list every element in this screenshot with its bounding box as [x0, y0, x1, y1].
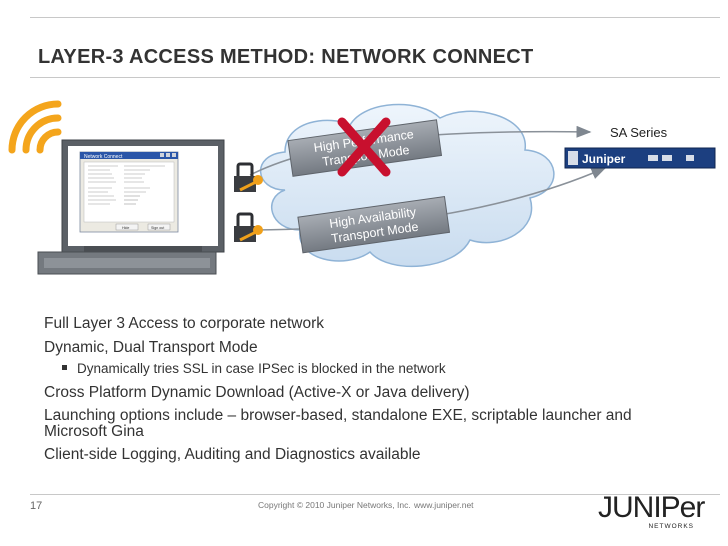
window-hide-button: Hide: [122, 226, 129, 230]
copyright-text: Copyright © 2010 Juniper Networks, Inc.: [258, 500, 411, 510]
sa-series-label: SA Series: [610, 125, 668, 140]
bullet-item: Client-side Logging, Auditing and Diagno…: [44, 446, 421, 463]
padlock-icon: [234, 212, 263, 242]
title-rule: [30, 77, 720, 78]
blocked-cross-icon: [337, 117, 391, 177]
bullet-item: Dynamic, Dual Transport Mode: [44, 339, 258, 356]
wifi-signal-icon: [8, 100, 62, 154]
sub-bullet-item: Dynamically tries SSL in case IPSec is b…: [62, 361, 694, 377]
slide-title: LAYER-3 ACCESS METHOD: NETWORK CONNECT: [38, 46, 534, 68]
sub-bullet-text: Dynamically tries SSL in case IPSec is b…: [77, 361, 446, 376]
window-title-text: Network Connect: [84, 154, 123, 160]
footer-rule: [30, 494, 720, 495]
square-bullet-icon: [62, 364, 67, 370]
bullet-item: Cross Platform Dynamic Download (Active-…: [44, 384, 470, 401]
network-connect-window: Network Connect Hide Sign out: [79, 151, 179, 233]
bullet-item: Launching options include – browser-base…: [44, 407, 632, 440]
window-signout-button: Sign out: [151, 226, 164, 230]
bullet-list: Full Layer 3 Access to corporate network…: [44, 315, 694, 470]
logo-subtitle: NETWORKS: [648, 523, 694, 530]
page-number: 17: [30, 500, 43, 512]
network-diagram: Network Connect Hide Sign out: [8, 100, 716, 275]
top-rule: [30, 17, 720, 18]
svg-text:Juniper: Juniper: [582, 152, 626, 166]
bullet-item: Full Layer 3 Access to corporate network: [44, 315, 324, 332]
juniper-logo: JUNIPer NETWORKS: [598, 491, 705, 531]
logo-wordmark: JUNIPer: [598, 491, 705, 524]
sa-series-appliance: Juniper: [564, 147, 716, 169]
footer-url: www.juniper.net: [414, 500, 474, 510]
padlock-icon: [234, 162, 263, 192]
